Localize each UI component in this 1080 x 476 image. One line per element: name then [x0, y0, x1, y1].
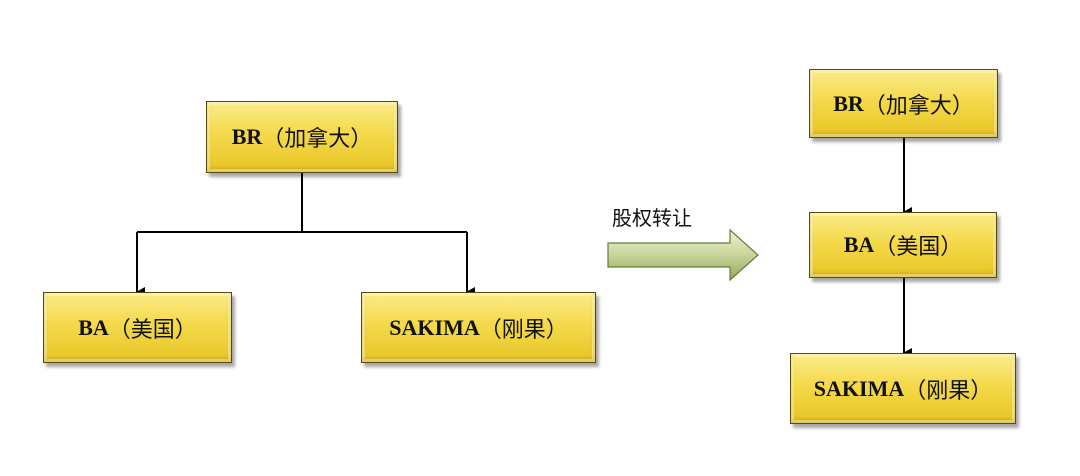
transfer-arrow — [607, 228, 759, 282]
node-sakima-right: SAKIMA（刚果） — [790, 353, 1016, 424]
node-sakima-left: SAKIMA（刚果） — [361, 292, 596, 363]
node-note: （加拿大） — [262, 126, 373, 151]
node-note: （刚果） — [479, 316, 568, 342]
node-note: （美国） — [874, 234, 963, 259]
node-ba-right: BA（美国） — [809, 212, 997, 278]
node-code: BA — [843, 232, 875, 257]
node-ba-left: BA（美国） — [43, 292, 232, 363]
node-code: BR — [231, 124, 263, 149]
transfer-label: 股权转让 — [612, 206, 692, 230]
node-note: （美国） — [108, 316, 197, 342]
node-br-left: BR（加拿大） — [206, 101, 398, 173]
node-br-right: BR（加拿大） — [809, 69, 998, 138]
node-code: BR — [833, 90, 864, 116]
node-code: BA — [78, 314, 109, 340]
node-code: SAKIMA — [813, 375, 905, 401]
node-note: （刚果） — [904, 377, 993, 403]
node-code: SAKIMA — [389, 314, 480, 340]
node-note: （加拿大） — [863, 92, 974, 118]
